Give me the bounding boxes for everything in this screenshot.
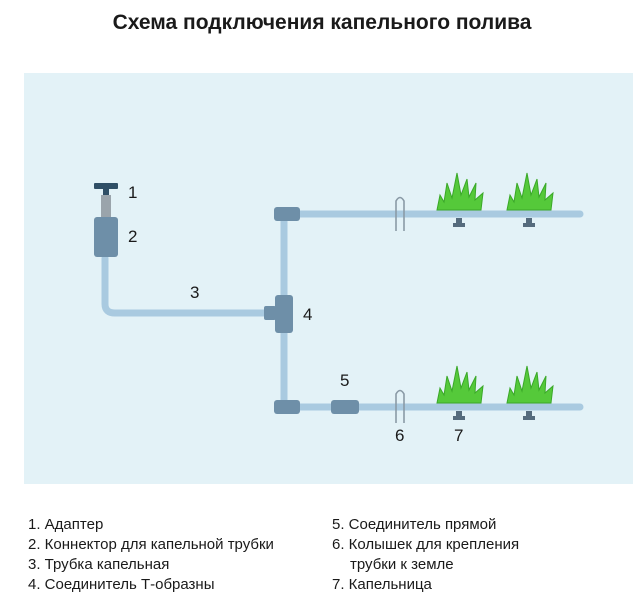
panel-background bbox=[24, 73, 633, 484]
upper-elbow bbox=[274, 207, 300, 221]
dripper bbox=[523, 223, 535, 227]
legend-item: 1. Адаптер bbox=[28, 516, 104, 533]
plant bbox=[506, 365, 554, 404]
legend-item-continuation: трубки к земле bbox=[350, 556, 454, 573]
straight-connector bbox=[331, 400, 359, 414]
dripper bbox=[456, 218, 462, 224]
legend-right: 5. Соединитель прямой 6. Колышек для кре… bbox=[332, 515, 519, 595]
dripper bbox=[453, 416, 465, 420]
plant bbox=[436, 172, 484, 211]
lower-elbow bbox=[274, 400, 300, 414]
adapter-body bbox=[101, 195, 111, 217]
drip-tube-3 bbox=[101, 254, 286, 317]
drip-tube-connector bbox=[94, 217, 118, 257]
label-4: 4 bbox=[303, 305, 312, 324]
upper-stake bbox=[395, 196, 405, 231]
adapter-cap bbox=[94, 183, 118, 189]
dripper bbox=[526, 218, 532, 224]
label-1: 1 bbox=[128, 183, 137, 202]
irrigation-diagram: 1 2 3 4 5 6 7 bbox=[24, 73, 633, 484]
legend-item: 4. Соединитель Т-образны bbox=[28, 576, 215, 593]
diagram-panel: 1 2 3 4 5 6 7 bbox=[24, 73, 633, 484]
legend-item: 7. Капельница bbox=[332, 576, 432, 593]
dripper bbox=[456, 411, 462, 417]
diagram-title: Схема подключения капельного полива bbox=[112, 11, 532, 34]
tee-side-port bbox=[264, 306, 276, 320]
legend-item: 6. Колышек для крепления bbox=[332, 536, 520, 553]
legend-item: 2. Коннектор для капельной трубки bbox=[28, 536, 274, 553]
dripper bbox=[523, 416, 535, 420]
lower-stake bbox=[395, 389, 405, 423]
legend-item: 3. Трубка капельная bbox=[28, 556, 170, 573]
label-7: 7 bbox=[454, 426, 463, 445]
plant bbox=[506, 172, 554, 211]
label-2: 2 bbox=[128, 227, 137, 246]
label-5: 5 bbox=[340, 371, 349, 390]
dripper bbox=[526, 411, 532, 417]
plant bbox=[436, 365, 484, 404]
label-3: 3 bbox=[190, 283, 199, 302]
tee-connector bbox=[275, 295, 293, 333]
adapter-stem bbox=[103, 189, 109, 195]
label-6: 6 bbox=[395, 426, 404, 445]
legend-item: 5. Соединитель прямой bbox=[332, 516, 497, 533]
legend-left: 1. Адаптер 2. Коннектор для капельной тр… bbox=[28, 515, 274, 595]
dripper bbox=[453, 223, 465, 227]
